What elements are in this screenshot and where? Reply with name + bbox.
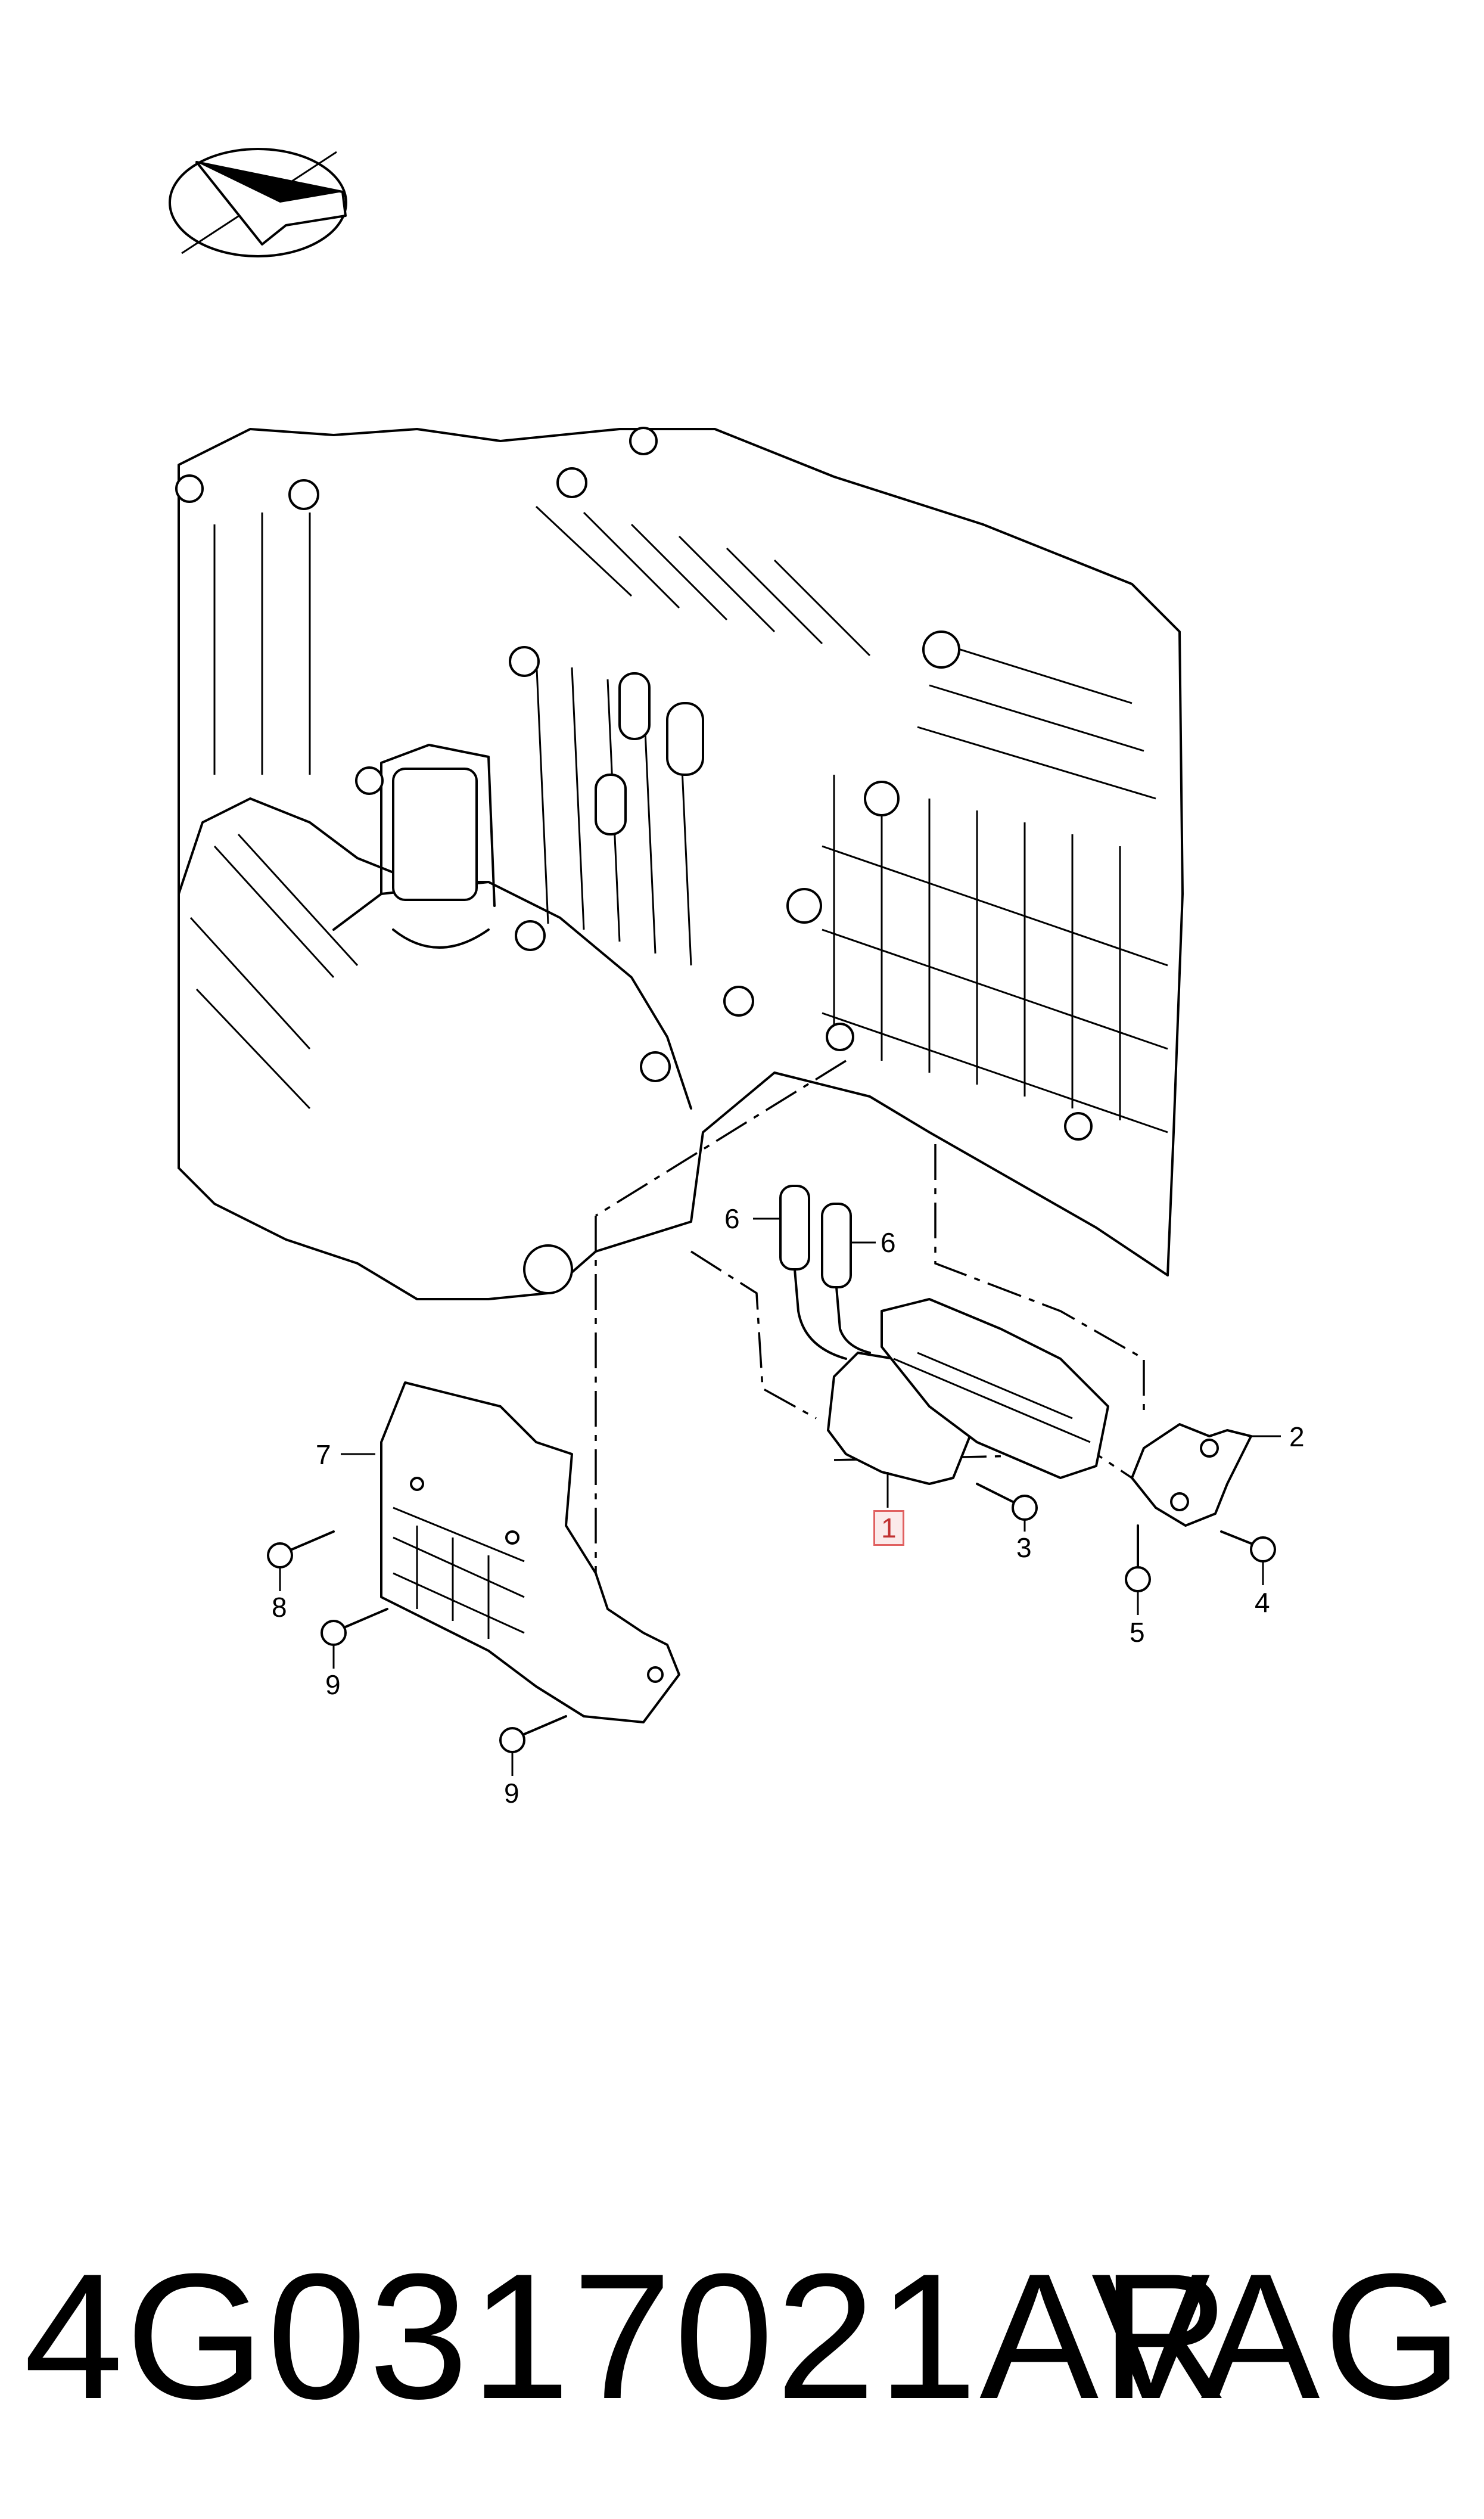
callout-9-upper: 9 (325, 1669, 341, 1700)
heat-shield (380, 1381, 680, 1723)
footer: 4G0317021AR VAG (24, 2247, 1466, 2449)
callout-2: 2 (1289, 1421, 1305, 1452)
bracket (1131, 1423, 1252, 1527)
callout-1: 1 (873, 1510, 904, 1546)
callout-3: 3 (1016, 1532, 1032, 1563)
callout-4: 4 (1255, 1587, 1270, 1618)
bolts (267, 1483, 1276, 1753)
orientation-symbol-icon (169, 148, 347, 257)
leader-lines (279, 1217, 1281, 1776)
callout-6-right: 6 (881, 1227, 896, 1258)
callout-8: 8 (272, 1592, 287, 1623)
brand-label: VAG (1091, 2236, 1466, 2436)
parts-diagram (169, 148, 1281, 1776)
callout-5: 5 (1130, 1617, 1145, 1648)
part-number: 4G0317021AR (24, 2236, 1233, 2436)
oil-cooler (779, 1185, 1109, 1485)
transmission-housing (175, 427, 1184, 1300)
callout-9-lower: 9 (504, 1778, 519, 1809)
callout-7: 7 (316, 1439, 331, 1470)
callout-6-left: 6 (724, 1203, 740, 1234)
